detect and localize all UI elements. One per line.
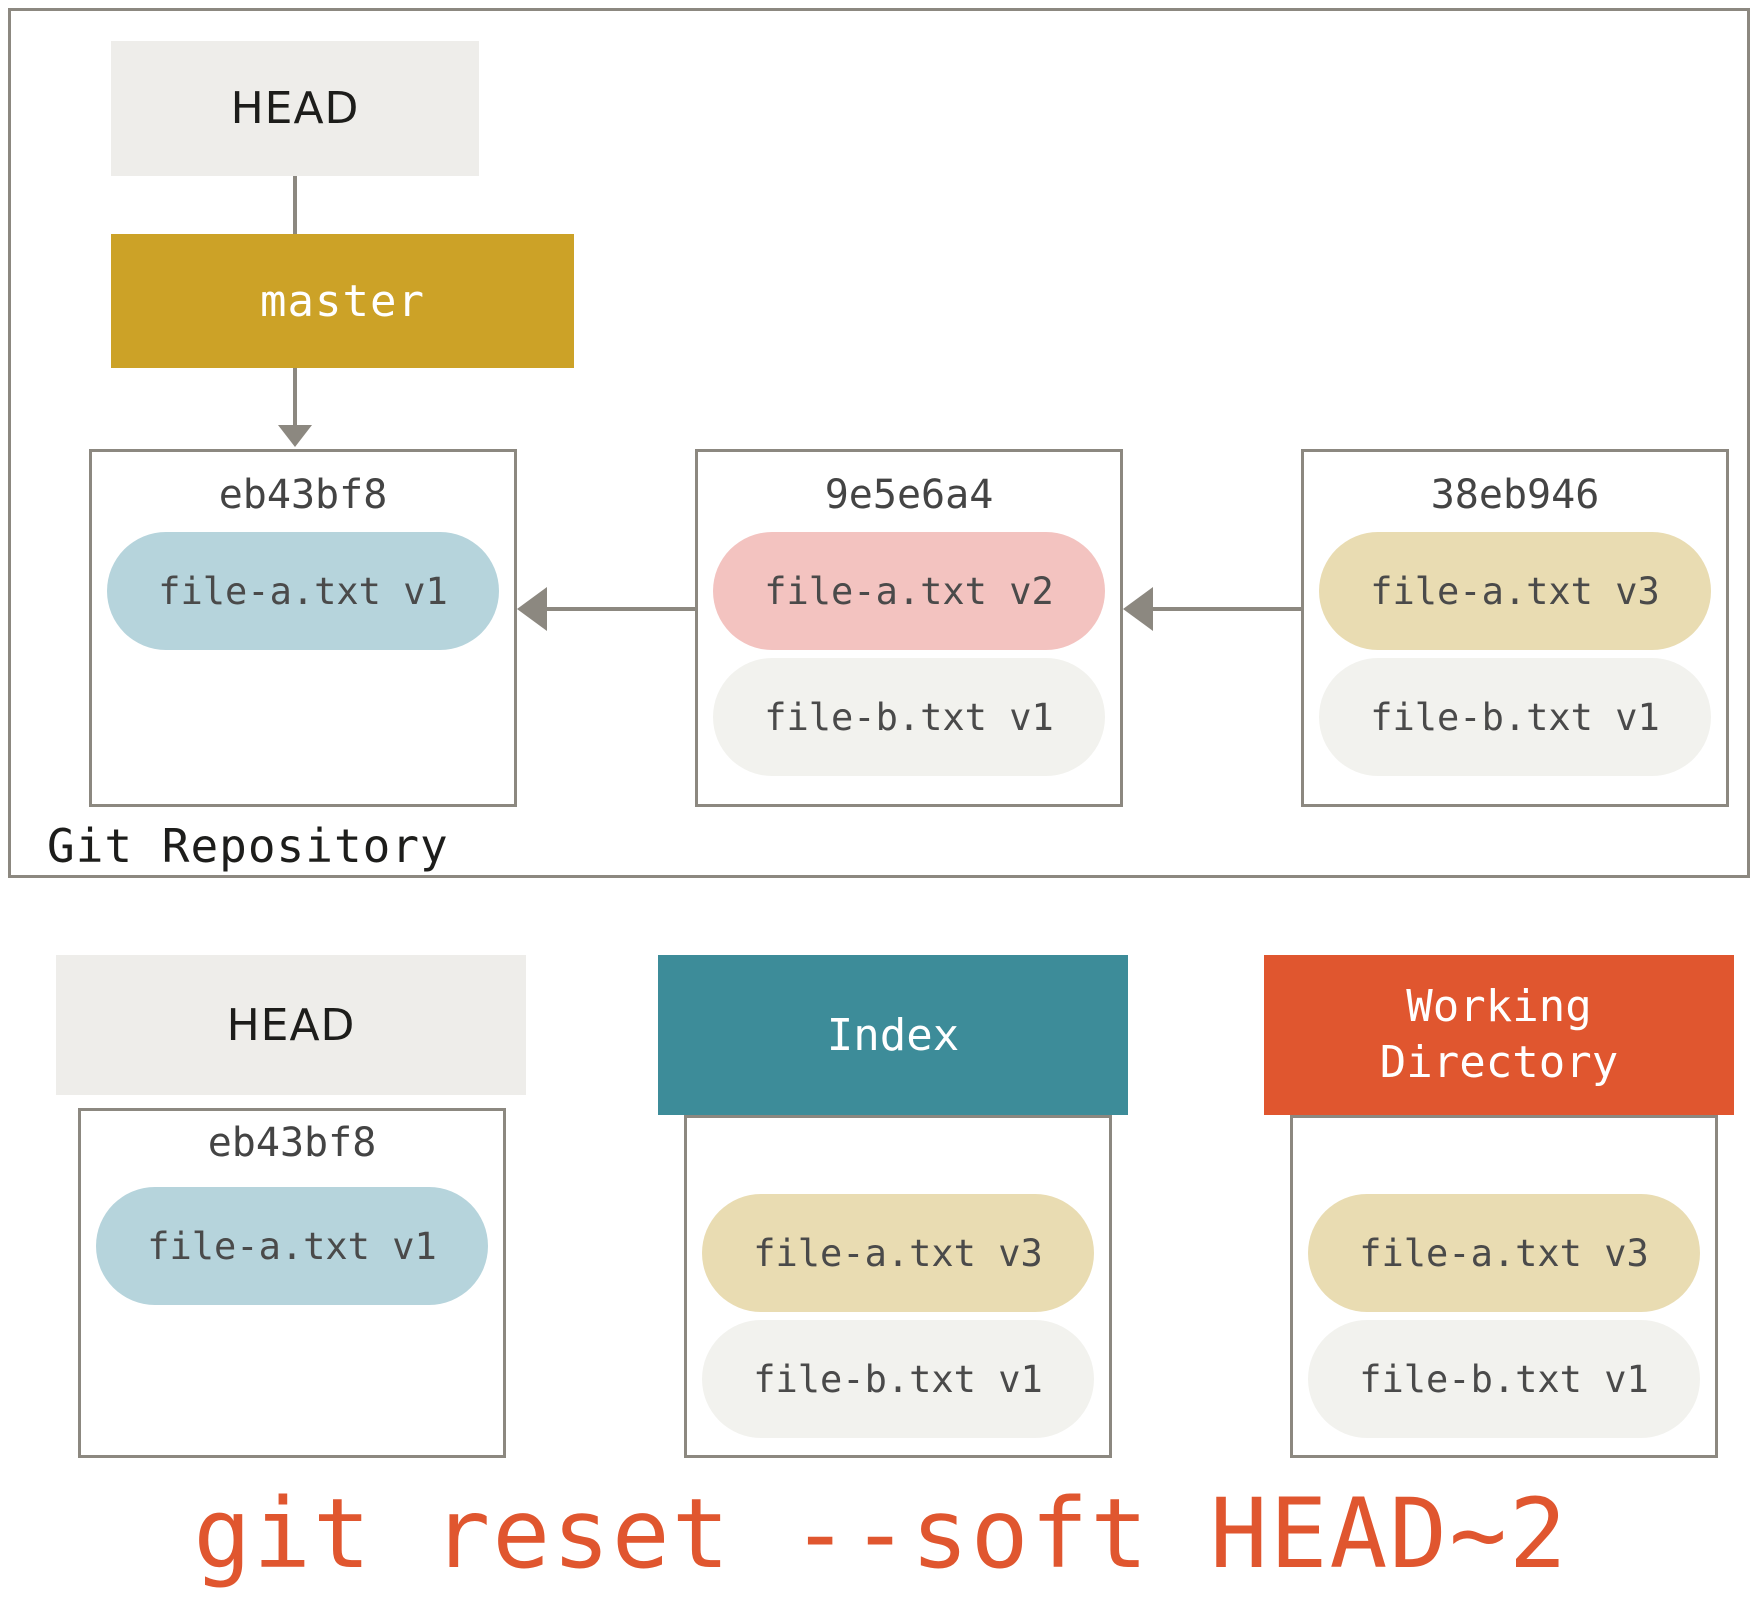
commit-hash: 9e5e6a4 [824,472,994,518]
parent-link-arrowhead [517,587,547,631]
commit-file-pill: file-b.txt v1 [713,658,1105,776]
index-tree-file-pill: file-b.txt v1 [702,1320,1094,1438]
head-tree-files: file-a.txt v1 [81,1171,503,1305]
commit-file-pill: file-a.txt v2 [713,532,1105,650]
master-branch-box: master [111,234,574,368]
head-tree-hash: eb43bf8 [207,1120,377,1166]
parent-link-line [1153,607,1301,611]
commit-file-pill: file-b.txt v1 [1319,658,1711,776]
working-directory-panel: file-a.txt v3 file-b.txt v1 [1290,1115,1718,1458]
commit-file-pill: file-a.txt v1 [107,532,499,650]
index-tree-title: Index [826,1009,960,1061]
master-to-commit-connector [293,368,297,428]
head-to-master-connector [293,176,297,234]
index-tree-panel: file-a.txt v3 file-b.txt v1 [684,1115,1112,1458]
git-repository-frame: HEAD master eb43bf8 file-a.txt v1 9e5e6a… [8,8,1750,878]
master-to-commit-arrowhead [278,425,312,447]
commit-hash: 38eb946 [1430,472,1600,518]
head-tree-file-pill: file-a.txt v1 [96,1187,488,1305]
head-pointer-label: HEAD [230,83,360,134]
commit-box-9e5e6a4: 9e5e6a4 file-a.txt v2 file-b.txt v1 [695,449,1123,807]
working-directory-title-line2: Directory [1379,1037,1619,1088]
index-tree-file-pill: file-a.txt v3 [702,1194,1094,1312]
head-tree-panel: eb43bf8 file-a.txt v1 [78,1108,506,1458]
git-repository-label: Git Repository [47,819,449,873]
working-directory-file-pill: file-b.txt v1 [1308,1320,1700,1438]
working-directory-title-line1: Working [1406,981,1592,1032]
head-pointer-box: HEAD [111,41,479,176]
git-command-caption: git reset --soft HEAD~2 [193,1478,1569,1590]
head-tree-header: HEAD [56,955,526,1095]
commit-box-38eb946: 38eb946 file-a.txt v3 file-b.txt v1 [1301,449,1729,807]
working-directory-file-pill: file-a.txt v3 [1308,1194,1700,1312]
working-directory-files: file-a.txt v3 file-b.txt v1 [1293,1118,1715,1438]
commit-hash: eb43bf8 [218,472,388,518]
index-tree-files: file-a.txt v3 file-b.txt v1 [687,1118,1109,1438]
working-directory-header: Working Directory [1264,955,1734,1115]
index-tree-header: Index [658,955,1128,1115]
commit-box-eb43bf8: eb43bf8 file-a.txt v1 [89,449,517,807]
master-branch-label: master [260,275,425,327]
commit-file-pill: file-a.txt v3 [1319,532,1711,650]
parent-link-arrowhead [1123,587,1153,631]
parent-link-line [547,607,695,611]
head-tree-title: HEAD [226,999,356,1051]
